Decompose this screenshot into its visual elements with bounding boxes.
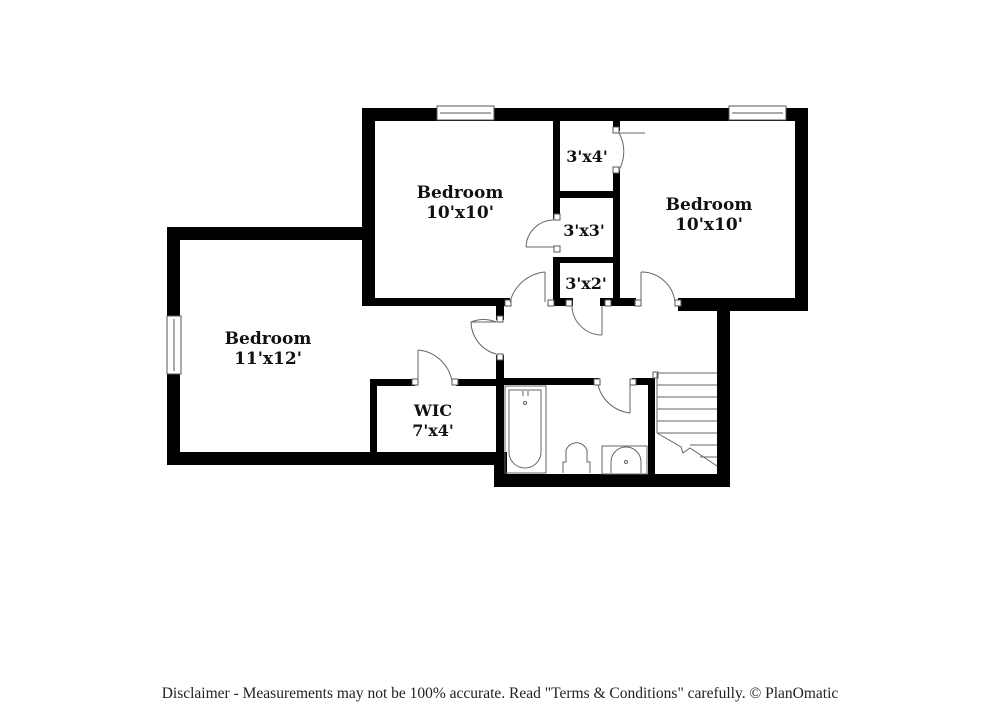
vanity-outline <box>601 445 648 475</box>
room-name-bedroom-left: Bedroom <box>225 329 312 349</box>
door-bathroom[interactable] <box>597 384 631 414</box>
exterior-walls <box>167 108 808 487</box>
door-closet-3x3[interactable] <box>525 219 555 248</box>
room-name-bedroom-right: Bedroom <box>666 195 753 215</box>
room-dims-closet-3x2: 3'x2' <box>565 274 607 293</box>
disclaimer-text: Disclaimer - Measurements may not be 100… <box>161 685 839 702</box>
sink-icon <box>610 446 642 473</box>
stair-break-line <box>656 432 718 467</box>
room-labels: Bedroom 10'x10' Bedroom 10'x10' Bedroom … <box>225 147 753 440</box>
room-dims-closet-3x4: 3'x4' <box>566 147 608 166</box>
door-jambs <box>411 126 682 386</box>
staircase <box>656 372 718 467</box>
door-closet-3x4[interactable] <box>618 132 625 171</box>
interior-walls <box>362 121 655 478</box>
toilet-icon <box>562 442 591 473</box>
door-wic[interactable] <box>417 349 453 382</box>
windows <box>166 105 787 375</box>
room-dims-bedroom-left: 11'x12' <box>234 349 302 369</box>
room-name-wic: WIC <box>413 401 452 420</box>
door-bedroom-center[interactable] <box>509 271 546 303</box>
room-dims-closet-3x3: 3'x3' <box>563 221 605 240</box>
room-name-bedroom-center: Bedroom <box>417 183 504 203</box>
room-dims-bedroom-right: 10'x10' <box>675 215 743 235</box>
bathtub-outline <box>504 385 547 474</box>
door-bedroom-right[interactable] <box>640 271 676 303</box>
bathtub-icon <box>508 389 542 469</box>
room-dims-bedroom-center: 10'x10' <box>426 203 494 223</box>
door-closet-3x2[interactable] <box>571 305 603 336</box>
room-dims-wic: 7'x4' <box>412 421 454 440</box>
door-bedroom-left[interactable] <box>470 319 497 355</box>
bathroom-fixtures <box>504 385 648 475</box>
door-swings <box>417 132 676 414</box>
